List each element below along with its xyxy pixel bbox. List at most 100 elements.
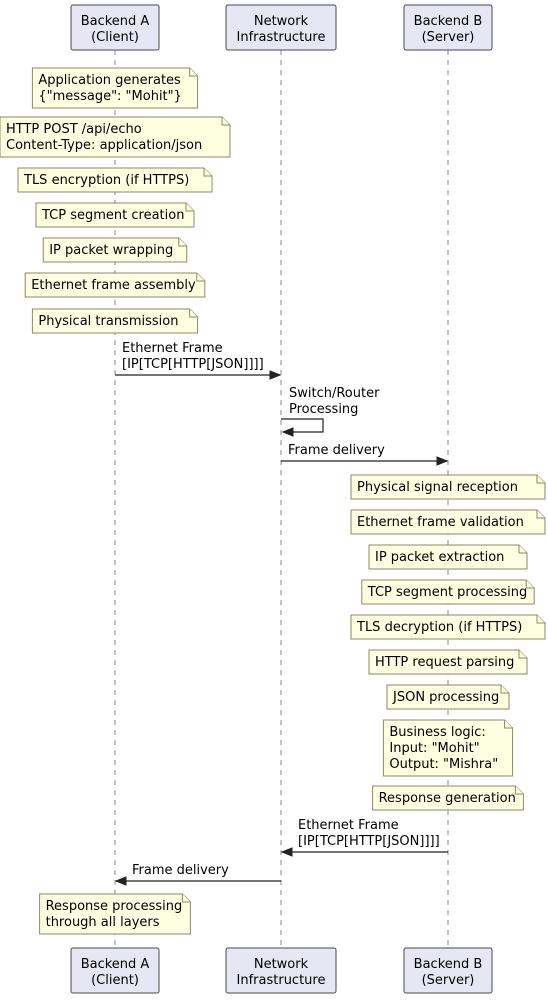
note-fold	[514, 786, 524, 795]
note-body	[350, 474, 546, 500]
note-body	[368, 544, 528, 570]
participant-label: Backend A	[81, 957, 150, 972]
participant-label: Infrastructure	[237, 30, 326, 45]
note-body	[361, 579, 535, 605]
note-body	[17, 167, 213, 193]
note-body	[42, 237, 188, 263]
participant-label: (Client)	[91, 30, 139, 45]
note-body	[350, 509, 546, 535]
note-text: through all layers	[46, 915, 160, 930]
note-body	[0, 116, 231, 158]
participant-box	[225, 4, 337, 51]
message-label: Processing	[289, 402, 358, 417]
message: Ethernet Frame[IP[TCP[HTTP[JSON]]]]	[115, 341, 282, 380]
note-fold	[518, 545, 527, 554]
note-fold	[181, 894, 191, 903]
note: HTTP request parsing	[368, 649, 528, 675]
note: Application generates{"message": "Mohit"…	[31, 67, 199, 109]
note-text: Application generates	[38, 73, 181, 88]
note: TLS encryption (if HTTPS)	[17, 167, 213, 193]
message-label: Ethernet Frame	[122, 341, 223, 356]
note-body	[31, 67, 199, 109]
note-fold	[178, 238, 187, 247]
note-text: IP packet wrapping	[49, 243, 173, 258]
participant-box	[70, 947, 160, 994]
participant-box	[403, 947, 493, 994]
note-fold	[525, 580, 535, 589]
note-text: TCP segment processing	[367, 585, 527, 600]
note-fold	[536, 615, 545, 624]
arrow-head	[436, 456, 449, 466]
note: Business logic:Input: "Mohit"Output: "Mi…	[382, 719, 514, 777]
note: TCP segment processing	[361, 579, 535, 605]
note-text: Input: "Mohit"	[389, 741, 479, 756]
note-fold	[196, 273, 205, 282]
participant-label: Network	[254, 14, 309, 29]
note-body	[31, 308, 199, 334]
note-body	[368, 649, 528, 675]
note-fold	[221, 117, 230, 126]
message: Frame delivery	[114, 863, 281, 886]
note-fold	[536, 510, 545, 519]
note-fold	[500, 685, 509, 694]
note-text: Physical signal reception	[357, 480, 518, 495]
participant-box	[225, 947, 337, 994]
note-text: TLS encryption (if HTTPS)	[23, 173, 189, 188]
note-fold	[189, 309, 198, 318]
note-body	[39, 893, 191, 935]
participant-label: (Client)	[91, 973, 139, 988]
note: TLS decryption (if HTTPS)	[350, 614, 546, 640]
note-text: TCP segment creation	[41, 208, 184, 223]
arrow-head	[281, 427, 294, 437]
participant-bottom-B: Backend B(Server)	[403, 947, 493, 994]
participant-label: Infrastructure	[237, 973, 326, 988]
participant-label: Backend B	[414, 957, 483, 972]
note-fold	[536, 475, 545, 484]
note-text: TLS decryption (if HTTPS)	[356, 620, 522, 635]
note: Ethernet frame validation	[350, 509, 546, 535]
message-label: Ethernet Frame	[298, 818, 399, 833]
participant-box	[403, 4, 493, 51]
note-fold	[185, 203, 194, 212]
note-text: Output: "Mishra"	[389, 757, 498, 772]
note-text: HTTP POST /api/echo	[6, 122, 142, 137]
note-text: Ethernet frame validation	[357, 515, 524, 530]
note-fold	[189, 68, 198, 77]
participant-box	[70, 4, 160, 51]
arrow-head	[280, 847, 293, 857]
note-text: Response processing	[46, 899, 183, 914]
note-text: Business logic:	[389, 725, 485, 740]
note-text: Ethernet frame assembly	[31, 278, 196, 293]
note-fold	[504, 720, 513, 729]
message-label: Frame delivery	[132, 863, 229, 878]
participant-top-B: Backend B(Server)	[403, 4, 493, 51]
participant-top-A: Backend A(Client)	[70, 4, 160, 51]
message-label: Frame delivery	[288, 443, 385, 458]
arrow-head	[269, 370, 282, 380]
note-body	[372, 785, 524, 811]
note: Response generation	[372, 785, 524, 811]
message-label: Switch/Router	[289, 386, 380, 401]
message: Frame delivery	[281, 443, 449, 466]
participant-label: Network	[254, 957, 309, 972]
participant-label: (Server)	[422, 973, 475, 988]
note-text: Physical transmission	[38, 314, 178, 329]
note: IP packet wrapping	[42, 237, 188, 263]
note-text: Response generation	[379, 791, 516, 806]
note-text: IP packet extraction	[375, 550, 504, 565]
note-body	[350, 614, 546, 640]
note: IP packet extraction	[368, 544, 528, 570]
note-text: Content-Type: application/json	[6, 138, 202, 153]
note: Ethernet frame assembly	[24, 272, 206, 298]
note: TCP segment creation	[35, 202, 195, 228]
participant-label: Backend B	[414, 14, 483, 29]
participant-bottom-A: Backend A(Client)	[70, 947, 160, 994]
note-fold	[518, 650, 527, 659]
message-label: [IP[TCP[HTTP[JSON]]]]	[122, 357, 264, 372]
